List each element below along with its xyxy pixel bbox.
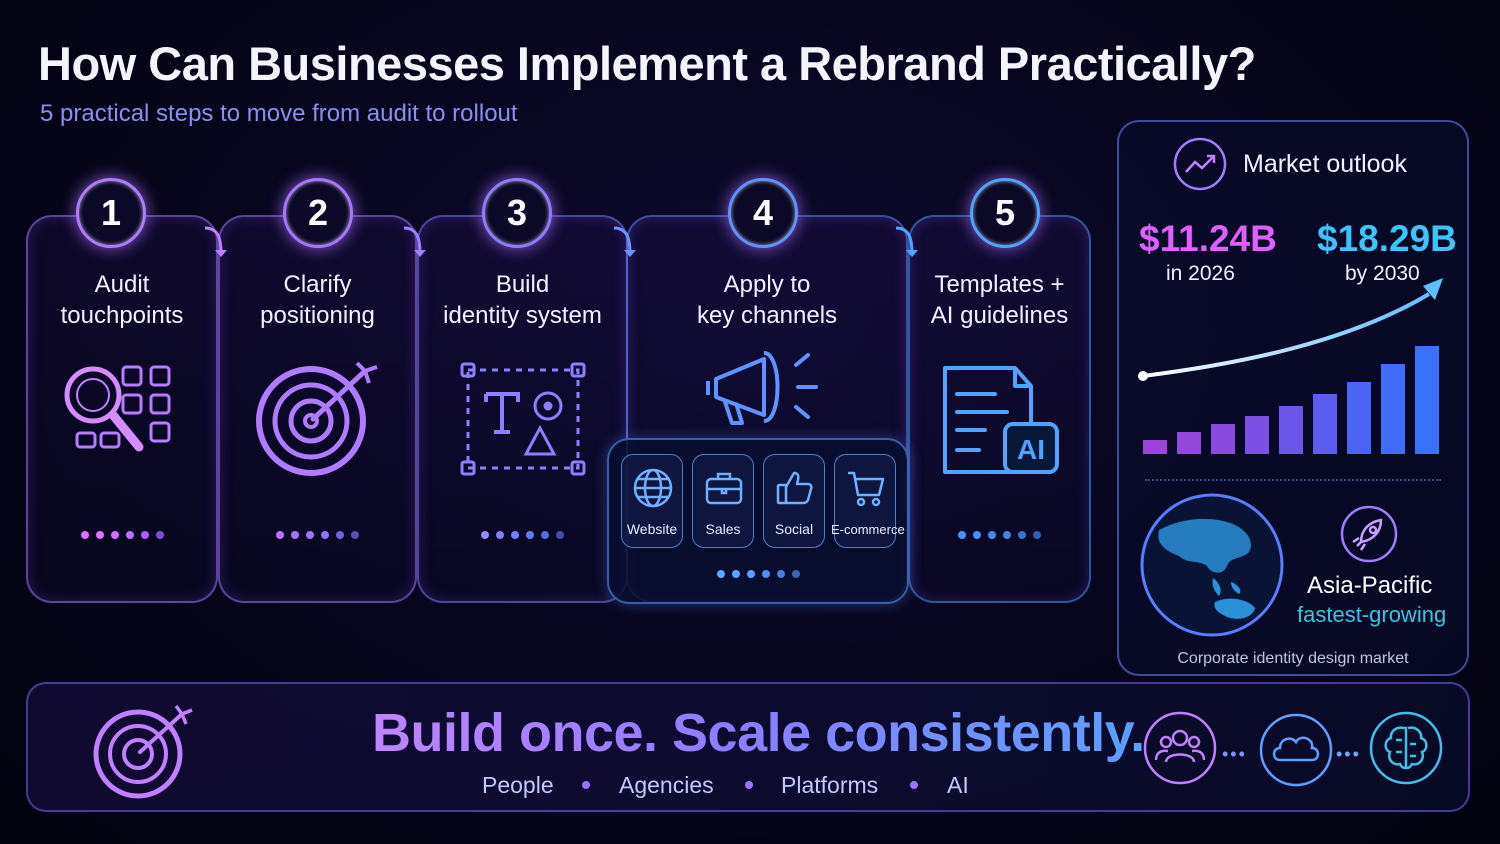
step-card-5: Templates +AI guidelines AI — [908, 215, 1091, 603]
megaphone-icon — [628, 345, 906, 435]
audience-people: People — [482, 772, 554, 798]
briefcase-icon — [705, 472, 743, 505]
step-connector-arrow-icon — [613, 226, 636, 257]
trend-up-icon — [1173, 137, 1227, 191]
channel-sales: Sales — [692, 454, 754, 548]
page-title: How Can Businesses Implement a Rebrand P… — [38, 37, 1256, 90]
growth-bar-chart — [1138, 278, 1443, 454]
progress-dots — [28, 531, 216, 539]
separator-dot — [582, 781, 590, 789]
step-number-badge-1: 1 — [76, 178, 146, 248]
audience-ai: AI — [947, 772, 969, 798]
progress-dots — [220, 531, 415, 539]
region-note: fastest-growing — [1297, 602, 1447, 627]
step-connector-arrow-icon — [204, 226, 227, 257]
step-connector-arrow-icon — [403, 226, 426, 257]
market-footnote: Corporate identity design market — [1177, 650, 1409, 667]
globe-icon — [633, 468, 673, 508]
ai-badge-text: AI — [1017, 434, 1045, 465]
divider — [1145, 479, 1441, 481]
growth-bar — [1347, 382, 1371, 454]
growth-bar — [1177, 432, 1201, 454]
identity-system-icon — [419, 362, 626, 477]
growth-bar — [1143, 440, 1167, 454]
step-number-badge-3: 3 — [482, 178, 552, 248]
progress-dots — [910, 531, 1089, 539]
progress-dots — [419, 531, 626, 539]
step-label: Templates +AI guidelines — [930, 271, 1069, 329]
growth-trend-line — [1142, 292, 1431, 378]
step-connector-arrow-icon — [895, 226, 918, 257]
asia-pacific-globe-icon — [1140, 493, 1284, 637]
rocket-icon — [1340, 505, 1398, 563]
target-arrow-icon — [93, 704, 193, 799]
banner-tagline: Build once. Scale consistently. — [372, 703, 1145, 763]
audience-platforms: Platforms — [781, 772, 879, 798]
cloud-icon — [1259, 713, 1333, 787]
channel-social: Social — [763, 454, 825, 548]
region-name: Asia-Pacific — [1307, 572, 1433, 599]
people-icon — [1143, 711, 1217, 785]
step-number-badge-5: 5 — [970, 178, 1040, 248]
step-number-badge-4: 4 — [728, 178, 798, 248]
ai-template-icon: AI — [910, 362, 1089, 482]
growth-bar — [1381, 364, 1405, 454]
market-value-2030: $18.29B — [1317, 218, 1457, 259]
growth-bar — [1279, 406, 1303, 454]
bottom-banner: Build once. Scale consistently. People A… — [26, 682, 1470, 812]
growth-bar — [1211, 424, 1235, 454]
connector-dots: ••• — [1222, 744, 1247, 764]
thumbs-up-icon — [776, 471, 813, 505]
market-label-2030: by 2030 — [1345, 262, 1420, 285]
cart-icon — [848, 471, 885, 507]
separator-dot — [910, 781, 918, 789]
market-value-2026: $11.24B — [1139, 218, 1277, 259]
connector-dots: ••• — [1336, 744, 1361, 764]
channel-website: Website — [621, 454, 683, 548]
target-arrow-icon — [220, 357, 415, 477]
growth-bar — [1313, 394, 1337, 454]
market-outlook-panel: Market outlook $11.24B in 2026 $18.29B b… — [1117, 120, 1469, 676]
step-number-badge-2: 2 — [283, 178, 353, 248]
growth-bar — [1245, 416, 1269, 454]
brain-icon — [1369, 711, 1443, 785]
progress-dots — [609, 570, 907, 578]
audit-search-icon — [28, 357, 216, 467]
separator-dot — [745, 781, 753, 789]
page-subtitle: 5 practical steps to move from audit to … — [40, 100, 518, 127]
market-label-2026: in 2026 — [1166, 262, 1235, 285]
audience-agencies: Agencies — [619, 772, 714, 798]
growth-bar — [1415, 346, 1439, 454]
channel-ecommerce: E-commerce — [831, 454, 905, 548]
channels-panel: Website Sales Social E-commerce — [607, 438, 909, 604]
market-title: Market outlook — [1243, 150, 1407, 178]
trend-arrowhead-icon — [1423, 278, 1443, 300]
